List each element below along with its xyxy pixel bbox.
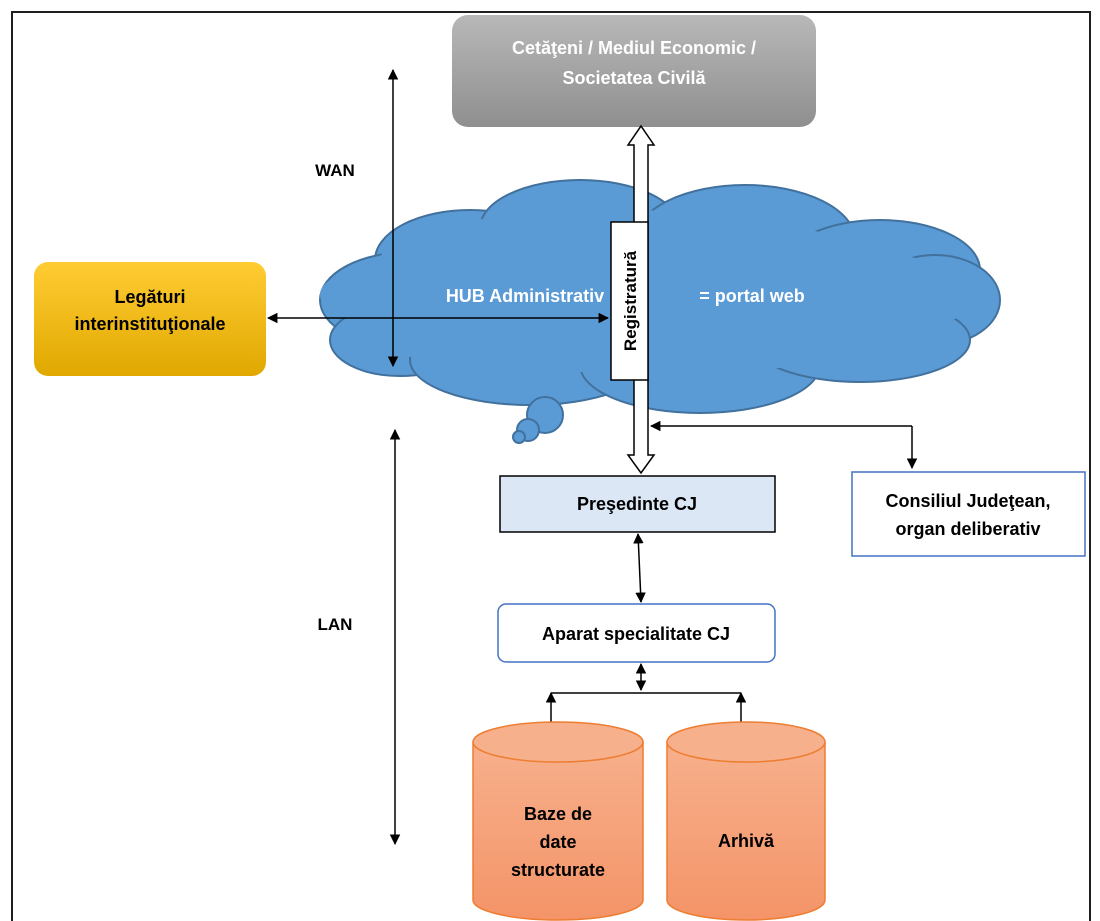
president-label: Preşedinte CJ <box>577 494 697 514</box>
links-label-line1: Legături <box>114 287 185 307</box>
wan-label: WAN <box>315 161 355 180</box>
databases-label-line2: date <box>539 832 576 852</box>
president-apparatus-arrow <box>633 532 646 604</box>
council-node: Consiliul Judeţean, organ deliberativ <box>851 471 1086 557</box>
council-label-line2: organ deliberativ <box>895 519 1040 539</box>
links-node: Legături interinstituţionale <box>34 262 266 376</box>
links-label-line2: interinstituţionale <box>74 314 225 334</box>
council-connector <box>649 420 918 470</box>
archive-cylinder: Arhivă <box>666 721 826 921</box>
citizens-label-line1: Cetăţeni / Mediul Economic / <box>512 38 756 58</box>
hub-label: HUB Administrativ <box>446 286 604 306</box>
databases-label-line3: structurate <box>511 860 605 880</box>
hub-cloud: HUB Administrativ = portal web <box>319 179 1001 444</box>
archive-label: Arhivă <box>718 831 775 851</box>
portal-web-label: = portal web <box>699 286 805 306</box>
citizens-label-line2: Societatea Civilă <box>562 68 706 88</box>
apparatus-node: Aparat specialitate CJ <box>497 603 776 663</box>
frame <box>11 11 1091 921</box>
registry-box <box>610 221 649 381</box>
registry-arrow: Registratură <box>610 124 656 475</box>
databases-cylinder: Baze de date structurate <box>472 721 644 921</box>
lan-label: LAN <box>318 615 353 634</box>
apparatus-label: Aparat specialitate CJ <box>542 624 730 644</box>
president-node: Preşedinte CJ <box>499 475 776 533</box>
citizens-node: Cetăţeni / Mediul Economic / Societatea … <box>452 15 816 127</box>
registry-label: Registratură <box>621 250 640 351</box>
cloud-bubble-small <box>512 430 526 444</box>
council-label-line1: Consiliul Judeţean, <box>885 491 1050 511</box>
databases-label-line1: Baze de <box>524 804 592 824</box>
